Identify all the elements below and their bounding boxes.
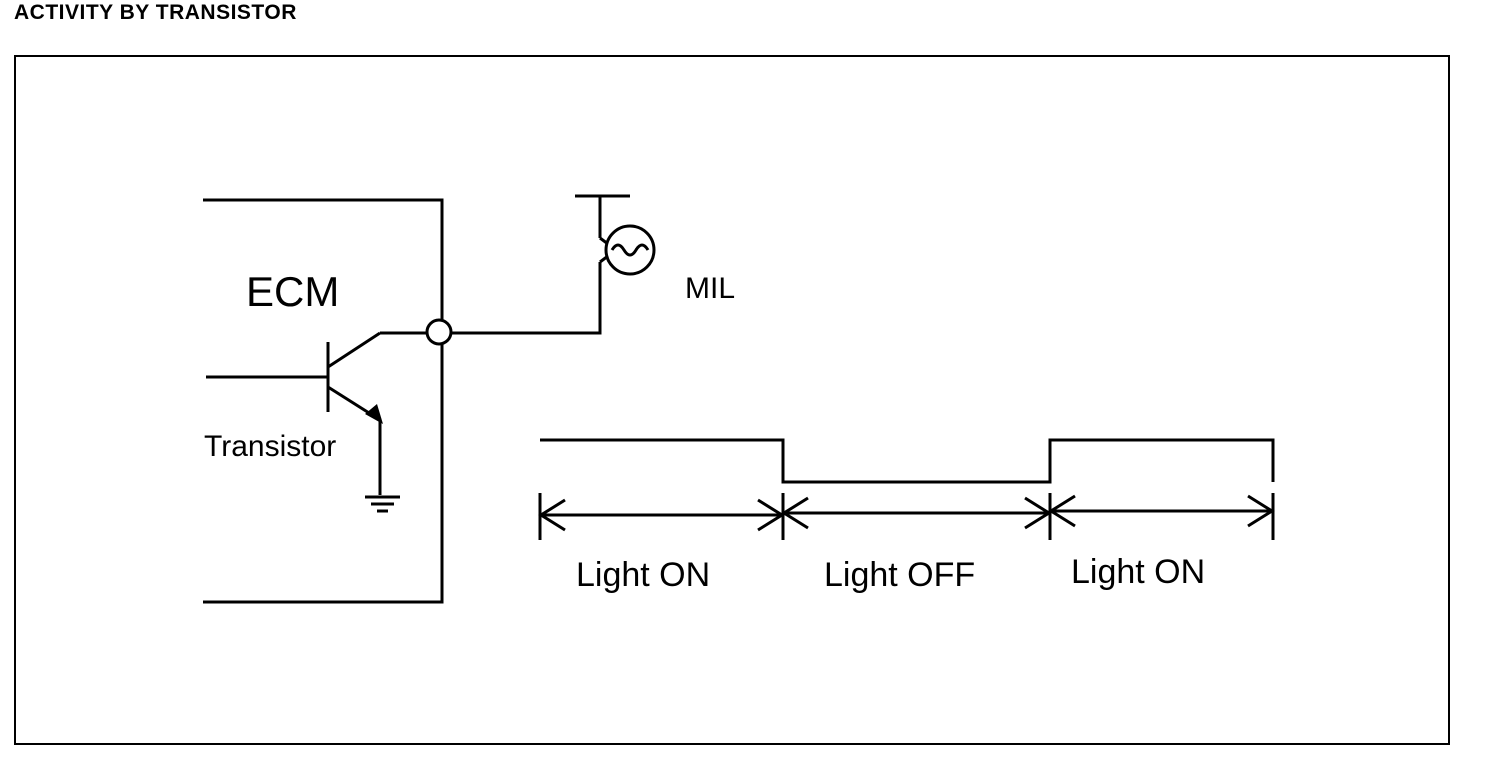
transistor-label: Transistor bbox=[204, 430, 336, 463]
segment-label-2: Light OFF bbox=[824, 556, 975, 594]
mil-label: MIL bbox=[685, 272, 735, 305]
duration-arrows bbox=[538, 494, 1275, 532]
output-terminal-node bbox=[425, 318, 453, 346]
transistor-symbol bbox=[206, 331, 400, 513]
ecm-box bbox=[203, 198, 444, 604]
mil-lamp bbox=[575, 194, 656, 276]
mil-wire bbox=[451, 262, 602, 335]
diagram-heading: ACTIVITY BY TRANSISTOR bbox=[14, 1, 297, 24]
emitter-arrow-icon bbox=[365, 404, 383, 424]
timing-waveform bbox=[540, 438, 1275, 484]
ecm-label: ECM bbox=[246, 268, 339, 315]
segment-label-1: Light ON bbox=[576, 556, 710, 594]
diagram-frame bbox=[14, 55, 1450, 745]
segment-label-3: Light ON bbox=[1071, 553, 1205, 591]
